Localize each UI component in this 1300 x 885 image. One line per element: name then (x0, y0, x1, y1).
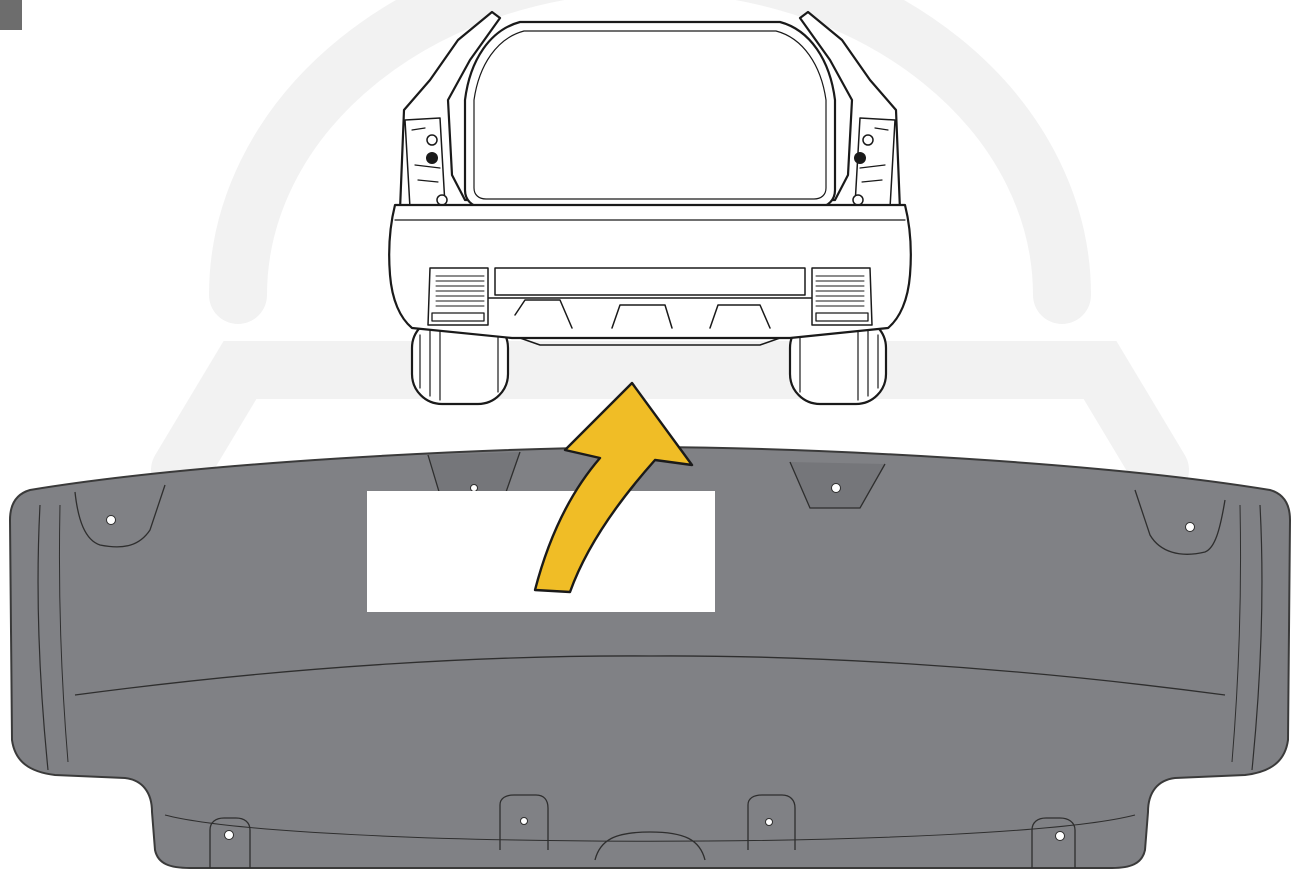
underbody-cover-panel (10, 447, 1290, 868)
left-pillar-hardware (405, 118, 447, 208)
left-bumper-vent (428, 268, 488, 325)
right-bumper-vent (812, 268, 872, 325)
vehicle-rear-view (389, 12, 911, 404)
fastener-hole (107, 516, 116, 525)
fastener-hole (521, 818, 528, 825)
fastener-hole (225, 831, 234, 840)
fastener-hole (832, 484, 841, 493)
tailgate-opening (465, 22, 835, 207)
fastener-hole (766, 819, 773, 826)
fastener-hole (471, 485, 478, 492)
fastener-hole (1056, 832, 1065, 841)
right-pillar-hardware (853, 118, 895, 208)
blank-label-placeholder (367, 491, 715, 612)
fastener-hole (1186, 523, 1195, 532)
